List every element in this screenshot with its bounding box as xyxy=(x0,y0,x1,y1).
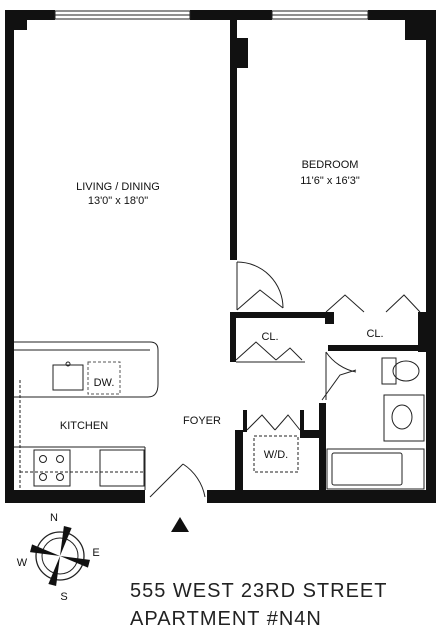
foyer-label: FOYER xyxy=(183,415,221,427)
refrigerator-icon xyxy=(99,449,145,487)
kitchen-label: KITCHEN xyxy=(60,420,108,432)
living-dining-size: 13'0" x 18'0" xyxy=(88,195,148,207)
address-line-2: APARTMENT #N4N xyxy=(130,608,322,630)
compass-north: N xyxy=(50,512,58,524)
window-right xyxy=(271,10,369,20)
kitchen-sink-icon xyxy=(52,361,84,391)
compass-east: E xyxy=(92,547,99,559)
interior-walls xyxy=(230,20,428,503)
exterior-walls xyxy=(5,10,436,503)
bathtub-icon xyxy=(326,448,425,490)
kitchen-counter xyxy=(14,380,146,490)
bedroom-door xyxy=(236,261,284,311)
toilet-icon xyxy=(381,357,420,385)
compass-west: W xyxy=(17,557,28,569)
hall-closet-doors xyxy=(235,341,305,363)
kitchen-island xyxy=(14,341,159,398)
dishwasher-outline xyxy=(87,361,121,395)
hall-closet-label: CL. xyxy=(261,331,278,343)
window-left xyxy=(54,10,191,20)
washer-dryer-closet xyxy=(246,414,301,473)
bedroom-closet-doors xyxy=(325,294,421,313)
entry-arrow-icon xyxy=(171,517,189,532)
living-dining-label: LIVING / DINING xyxy=(76,181,160,193)
bedroom-size: 11'6" x 16'3" xyxy=(300,175,360,187)
bathroom-door xyxy=(321,351,357,401)
bedroom-closet-label: CL. xyxy=(366,328,383,340)
entry-door xyxy=(149,463,206,498)
stove-icon xyxy=(33,449,71,487)
bedroom-label: BEDROOM xyxy=(302,159,359,171)
washer-dryer-label: W/D. xyxy=(264,449,288,461)
compass-icon xyxy=(29,525,91,587)
address-line-1: 555 WEST 23RD STREET xyxy=(130,580,388,602)
dishwasher-label: DW. xyxy=(94,377,115,389)
bathroom-sink-icon xyxy=(383,394,425,442)
compass-south: S xyxy=(60,591,67,603)
